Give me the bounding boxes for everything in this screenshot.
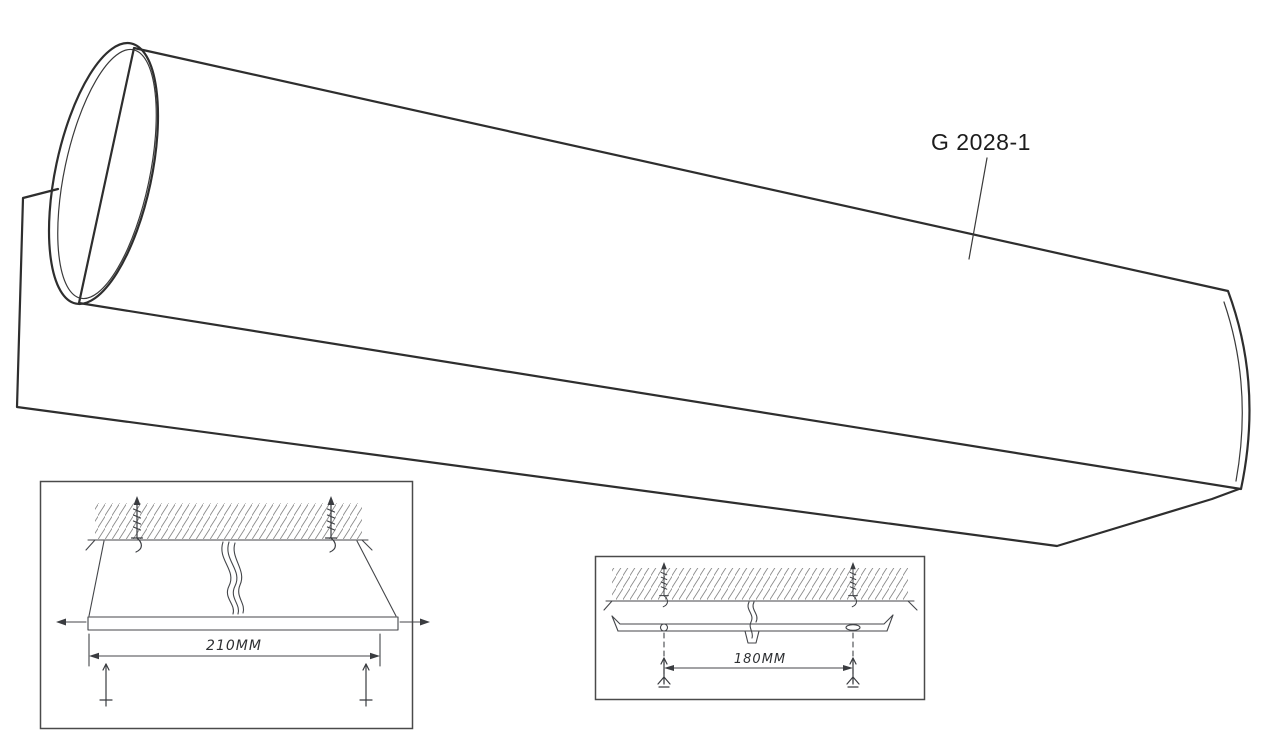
supply-wires bbox=[221, 541, 245, 615]
leader-line bbox=[968, 157, 988, 260]
dimension-label-210: 210MM bbox=[206, 638, 262, 654]
mounting-bar bbox=[87, 616, 399, 631]
bar-slot bbox=[845, 624, 861, 631]
bar-hole bbox=[659, 623, 669, 632]
slide-arrow-left-icon bbox=[56, 618, 87, 626]
ceiling-hatch bbox=[612, 568, 908, 600]
cylinder-body bbox=[77, 46, 1251, 491]
mounting-bar bbox=[611, 614, 894, 632]
dimension-label-180: 180MM bbox=[734, 652, 786, 667]
ceiling-hatch bbox=[95, 503, 362, 539]
cylinder-end-cap bbox=[47, 41, 160, 306]
cylinder-end-cap-rim bbox=[57, 48, 157, 300]
dimension-210: 210MM bbox=[88, 633, 381, 667]
fixture-overview: G 2028-1 bbox=[15, 41, 1251, 548]
ceiling-break-marks bbox=[603, 600, 918, 611]
mounting-detail-right: 180MM bbox=[594, 555, 926, 701]
slide-arrow-right-icon bbox=[399, 618, 430, 626]
dimension-180: 180MM bbox=[664, 652, 853, 671]
mounting-detail-left: 210MM bbox=[39, 480, 430, 730]
model-label: G 2028-1 bbox=[931, 129, 1031, 155]
fixture-side-lines bbox=[88, 540, 397, 617]
ceiling-break-marks bbox=[85, 539, 373, 551]
backplate-outline bbox=[15, 187, 1241, 548]
cylinder-end-rim bbox=[1223, 301, 1243, 482]
